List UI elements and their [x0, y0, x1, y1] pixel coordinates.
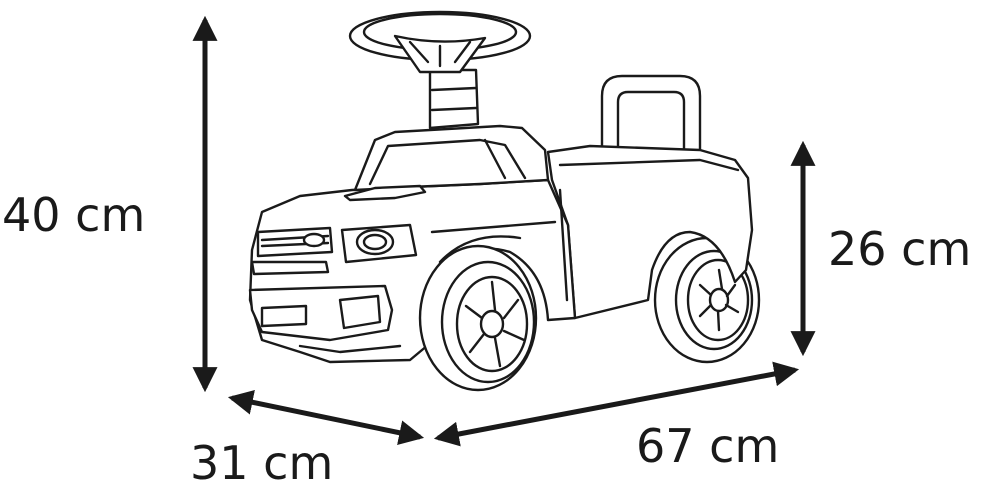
ride-on-car-icon	[248, 10, 761, 392]
rear-wheel	[653, 236, 761, 364]
car-body	[248, 124, 754, 364]
steering-wheel	[348, 10, 532, 130]
front-wheel	[418, 244, 538, 392]
width-arrow	[227, 389, 425, 446]
width-label: 31 cm	[190, 436, 334, 490]
length-label: 67 cm	[636, 419, 780, 473]
seat-height-label: 26 cm	[828, 222, 972, 276]
length-arrow	[433, 361, 800, 447]
seat-backrest	[600, 74, 702, 162]
total-height-label: 40 cm	[2, 188, 146, 242]
